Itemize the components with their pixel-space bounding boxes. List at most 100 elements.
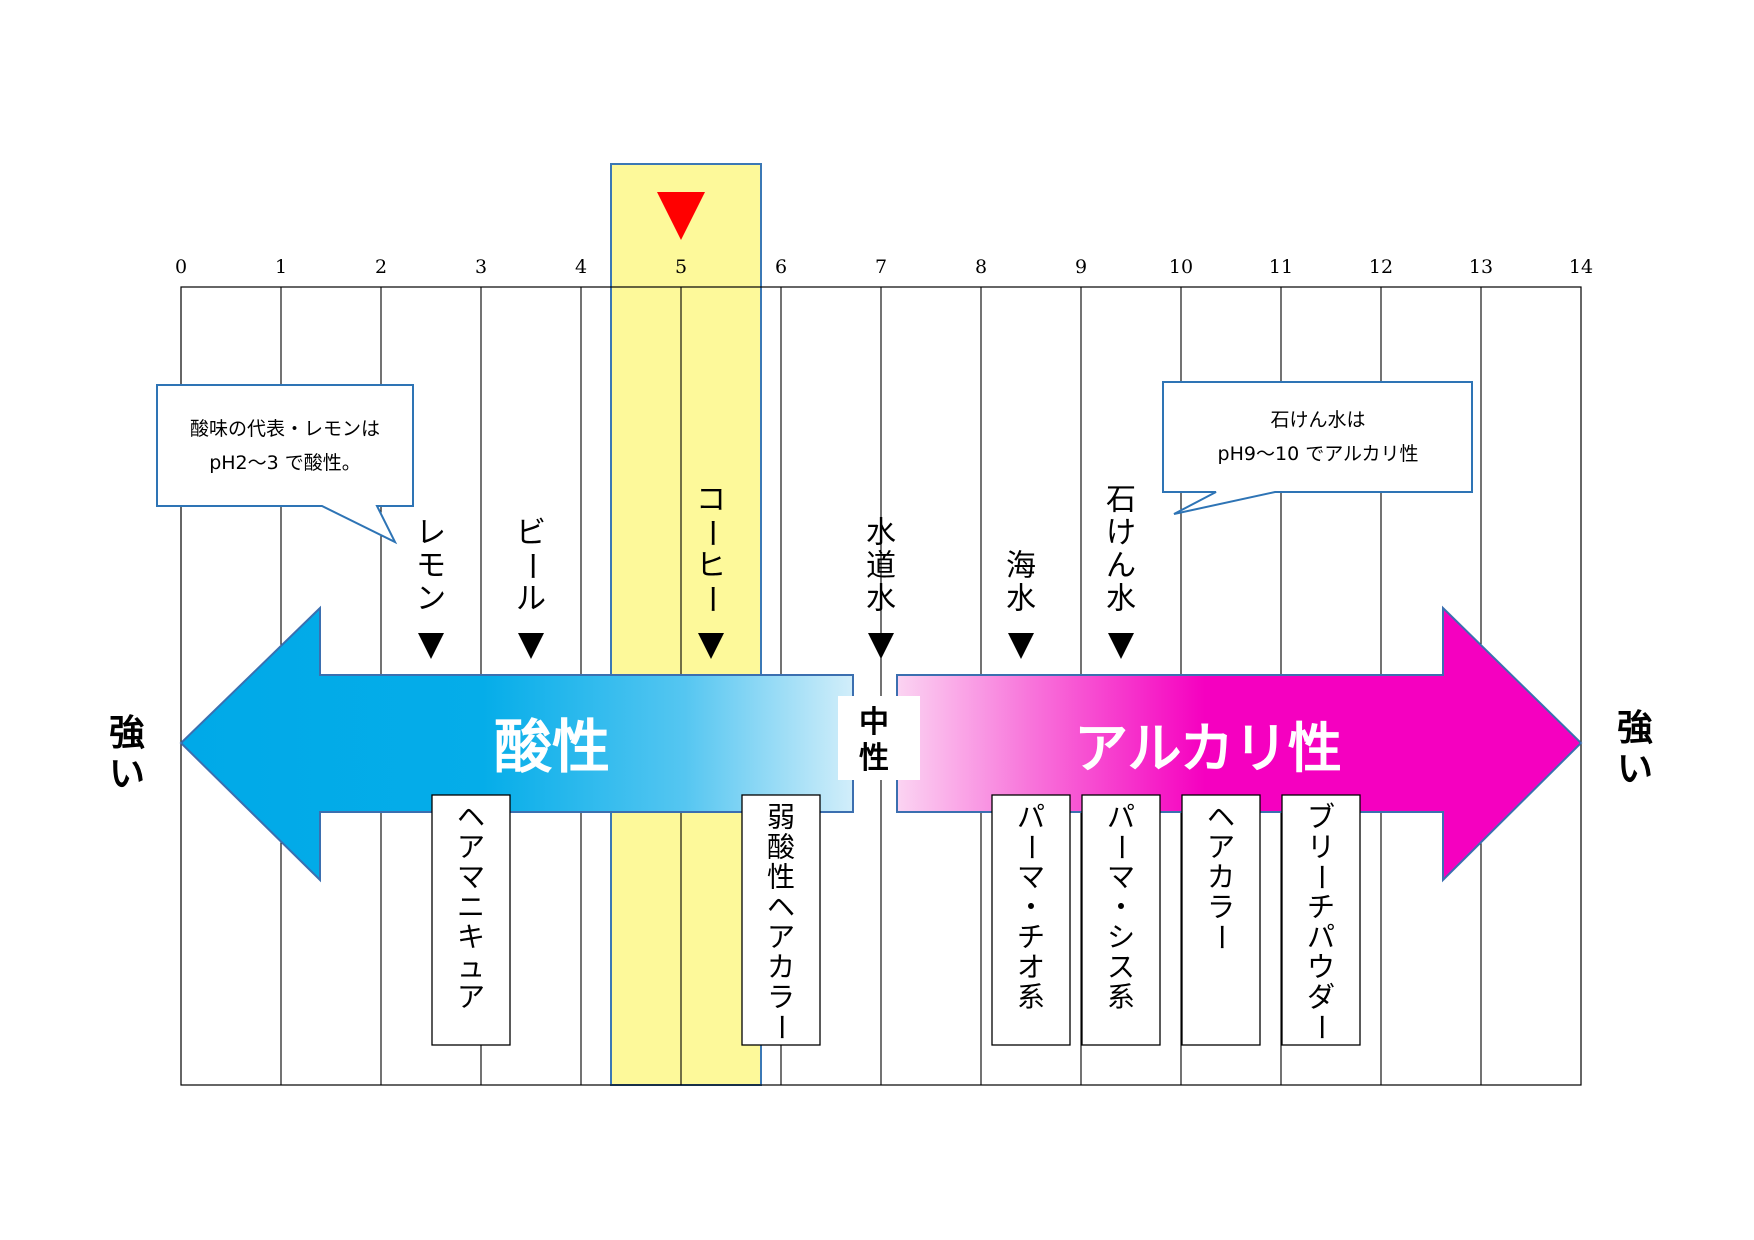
substance-label-char: 道 [866,549,896,584]
substance-label-char: ビ [516,516,546,551]
product-label-char: ー [1015,833,1048,861]
strong-right-char: い [1617,749,1653,790]
highlight-band [610,163,762,1086]
substance-label-char: レ [416,516,446,551]
product-label-char: チ [1017,921,1045,954]
product-label-char: シ [1107,921,1135,954]
substance-label-char: 水 [1106,582,1136,617]
tick-label: 9 [1075,256,1087,278]
product-label-char: ・ [1017,891,1045,924]
product-label-char: ア [767,921,795,954]
product-label-char: マ [1107,861,1135,894]
tick-label: 12 [1369,256,1393,278]
product-label-char: ラ [1207,891,1235,924]
substance-label-char: コ [696,483,726,518]
strong-right-char: 強 [1617,708,1653,749]
product-label-char: パ [1107,801,1135,834]
tick-label: 13 [1469,256,1493,278]
callout-right-line2: pH9～10 でアルカリ性 [1218,443,1419,465]
callout-left [156,384,414,545]
product-box [1081,794,1161,1046]
substance-label-char: ー [694,518,729,548]
product-label-char: ヘ [1207,801,1235,834]
product-label-char: ヘ [457,801,485,834]
strong-left-char: 強 [109,713,145,754]
product-label-char: マ [457,861,485,894]
down-arrow-icon [698,633,724,659]
substance-label-char: ー [514,551,549,581]
tick-label: 2 [375,256,387,278]
product-label-char: マ [1017,861,1045,894]
product-label-char: カ [767,951,795,984]
substance-label-char: モ [416,549,446,584]
substance-label: ビール [514,516,549,617]
product-label-char: 性 [767,861,795,894]
product-label-char: ヘ [767,891,795,924]
substance-label-char: 水 [1006,582,1036,617]
product-label-char: ダ [1307,981,1335,1014]
product-label-char: 酸 [767,831,795,864]
tick-label: 4 [575,256,587,278]
product-label-char: チ [1307,891,1335,924]
product-label-char: ア [457,831,485,864]
product-label-char: ウ [1307,951,1335,984]
tick-label: 10 [1169,256,1193,278]
neutral-label: 中 性 [859,705,889,776]
product-label-char: 系 [1107,981,1135,1014]
down-arrow-icon [1108,633,1134,659]
product-label-char: ブ [1307,801,1335,834]
highlight-marker-icon [657,192,705,240]
substance-label-char: 石 [1106,483,1136,518]
substance-label-char: ん [1106,549,1136,584]
product-label-char: キ [457,921,485,954]
down-arrow-icon [868,633,894,659]
product-label-char: パ [1017,801,1045,834]
neutral-label-char: 性 [859,741,889,776]
strong-right-label: 強 い [1617,708,1653,790]
product-label-char: ー [1305,863,1338,891]
substance-label-char: ン [416,582,446,617]
tick-label: 1 [275,256,287,278]
product-label-char: リ [1307,831,1335,864]
product-label-char: ー [1205,923,1238,951]
acid-label: 酸性 [494,713,610,781]
tick-label: 14 [1569,256,1593,278]
neutral-label-char: 中 [859,705,889,740]
substance-label-char: け [1106,516,1136,551]
down-arrow-icon [518,633,544,659]
substance-label-char: ヒ [696,549,726,584]
product-label-char: ー [765,1013,798,1041]
neutral-box [838,696,920,780]
product-label-char: パ [1307,921,1335,954]
substance-label: 石けん水 [1106,483,1136,617]
product-label-char: ・ [1107,891,1135,924]
tick-label: 6 [775,256,787,278]
substance-label-char: 水 [866,516,896,551]
substance-label: 水道水 [866,516,896,617]
product-label-char: ー [1105,833,1138,861]
product-label-char: カ [1207,861,1235,894]
tick-label: 3 [475,256,487,278]
product-label-char: ア [1207,831,1235,864]
product-label-char: オ [1017,951,1045,984]
substance-label-char: 海 [1006,549,1036,584]
product-box [991,794,1071,1046]
substance-label: 海水 [1006,549,1036,617]
tick-label: 11 [1269,256,1293,278]
product-label-char: ラ [767,981,795,1014]
substance-label-char: ー [694,584,729,614]
product-box [1281,794,1361,1046]
callout-right [1162,381,1473,515]
tick-label: 8 [975,256,987,278]
down-arrow-icon [418,633,444,659]
product-label-char: ー [1305,1013,1338,1041]
tick-label: 5 [675,256,687,278]
